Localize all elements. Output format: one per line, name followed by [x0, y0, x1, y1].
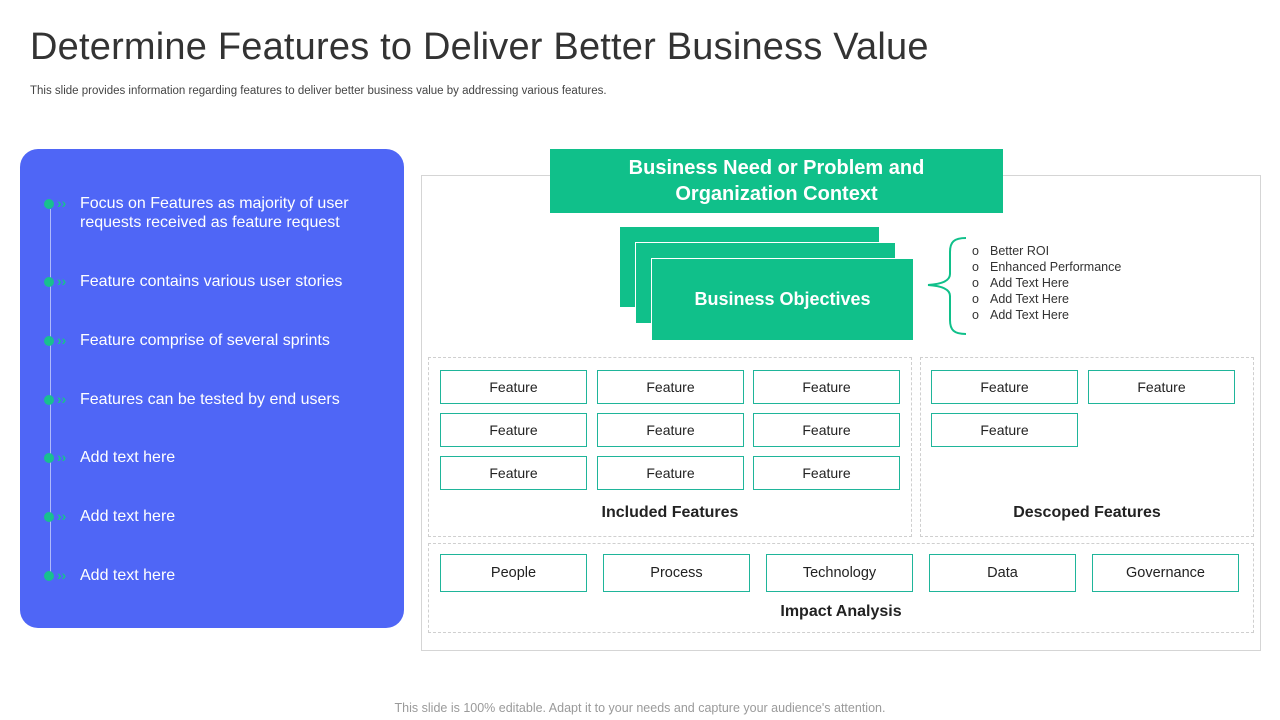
page-subtitle: This slide provides information regardin… [30, 85, 607, 97]
impact-process-box: Process [603, 554, 750, 592]
bullet-item: ›› Feature comprise of several sprints [44, 331, 370, 350]
bullet-dot-chevron-icon: ›› [44, 567, 70, 583]
impact-governance-box: Governance [1092, 554, 1239, 592]
descoped-features-label: Descoped Features [1013, 504, 1161, 521]
descoped-features-group [920, 357, 1254, 537]
bullet-text: Features can be tested by end users [80, 391, 340, 408]
bullet-text: Add text here [80, 508, 176, 525]
feature-notes-panel: ›› Focus on Features as majority of user… [20, 149, 404, 628]
footer-note: This slide is 100% editable. Adapt it to… [394, 701, 886, 715]
included-feature-box: Feature [440, 370, 587, 404]
included-feature-box: Feature [597, 413, 744, 447]
bullet-item: ›› Feature contains various user stories [44, 272, 370, 291]
curly-brace-icon [927, 237, 967, 335]
included-feature-box: Feature [597, 456, 744, 490]
bullet-dot-chevron-icon: ›› [44, 195, 70, 211]
bullet-item: ›› Add text here [44, 566, 370, 585]
business-objectives-box: Business Objectives [651, 258, 914, 341]
impact-people-box: People [440, 554, 587, 592]
bullet-item: ›› Focus on Features as majority of user… [44, 194, 370, 232]
included-feature-box: Feature [753, 370, 900, 404]
included-feature-box: Feature [440, 413, 587, 447]
descoped-feature-box: Feature [1088, 370, 1235, 404]
impact-data-box: Data [929, 554, 1076, 592]
included-features-group [428, 357, 912, 537]
bullet-dot-chevron-icon: ›› [44, 273, 70, 289]
bullet-item: ›› Features can be tested by end users [44, 390, 370, 409]
descoped-feature-box: Feature [931, 413, 1078, 447]
bullet-text: Feature comprise of several sprints [80, 332, 330, 349]
included-feature-box: Feature [753, 456, 900, 490]
bullet-dot-chevron-icon: ›› [44, 332, 70, 348]
page-title: Determine Features to Deliver Better Bus… [30, 26, 929, 68]
impact-analysis-group [428, 543, 1254, 633]
included-feature-box: Feature [440, 456, 587, 490]
bullet-item: ›› Add text here [44, 448, 370, 467]
bullet-text: Add text here [80, 567, 176, 584]
descoped-feature-box: Feature [931, 370, 1078, 404]
included-feature-box: Feature [753, 413, 900, 447]
bullet-text: Feature contains various user stories [80, 273, 343, 290]
bullet-text: Focus on Features as majority of user re… [80, 195, 349, 231]
impact-technology-box: Technology [766, 554, 913, 592]
bullet-dot-chevron-icon: ›› [44, 508, 70, 524]
bullet-dot-chevron-icon: ›› [44, 391, 70, 407]
bullet-dot-chevron-icon: ›› [44, 449, 70, 465]
bullet-item: ›› Add text here [44, 507, 370, 526]
impact-analysis-label: Impact Analysis [780, 603, 902, 620]
timeline-line [50, 209, 51, 577]
bullet-text: Add text here [80, 449, 176, 466]
included-feature-box: Feature [597, 370, 744, 404]
included-features-label: Included Features [601, 504, 739, 521]
business-need-box: Business Need or Problem and Organizatio… [550, 149, 1003, 213]
